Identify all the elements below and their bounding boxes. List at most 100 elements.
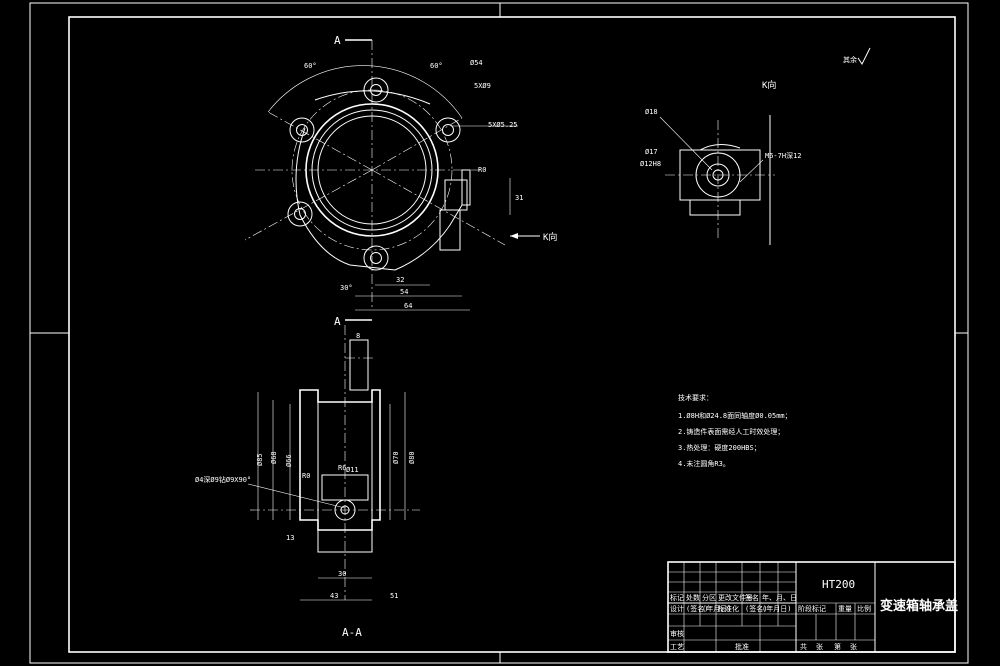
dim-dia-54: Ø54 [470,59,483,67]
section-view-aa: Ø85 Ø68 Ø66 Ø70 Ø80 8 R0 R6 Ø11 Ø4深Ø9钻Ø9… [195,325,420,639]
front-centerline-60-right [371,117,463,171]
tb-row-label: 签名 [745,593,759,602]
side-boss-lower [439,209,461,251]
flange-outer [305,103,439,237]
inner-border [68,16,956,653]
tb-approve: 批准 [735,642,749,651]
roughness-check-icon [857,47,871,65]
dim-r0: R0 [478,166,486,174]
bolt-lug-lower-left [287,201,313,227]
tech-req-item: 2.铸造件表面需经人工时效处理； [678,427,784,436]
section-label-top: A [334,34,341,47]
roughness-symbol: 其余 [843,47,871,65]
section-top-lug [349,339,369,391]
bore-inner [317,115,427,225]
title-block: HT200 变速箱轴承盖 标记 处数 分区 更改文件号 签名 年、月、日 设计 … [667,561,958,653]
dim-54: 54 [400,288,408,296]
bolt-lug-bottom [363,245,389,271]
tb-sheet-info: 张 [816,642,823,651]
dim-angle-left: 60° [304,62,317,70]
tb-sheet-info: 共 [800,642,807,651]
tb-row-label: 分区 [702,593,716,602]
front-centerline-lower-right [371,169,506,246]
dim-holes-5x525: 5XØ5.25 [488,121,518,129]
tb-stage-header: 重量 [838,605,852,613]
tb-sheet-info: 第 [834,642,841,651]
dim-31: 31 [515,194,523,202]
tb-design-cell: (签名) [745,604,767,613]
tech-req-title: 技术要求： [678,393,713,402]
tb-process: 工艺 [670,643,684,651]
bolt-lug-left [289,117,315,143]
material-text: HT200 [822,578,855,591]
front-view: A A K向 60° 60° Ø54 5XØ9 5XØ5.25 R0 31 32… [244,34,557,328]
dim-dia-11: Ø11 [346,466,359,474]
k-dim-thread: M6-7H深12 [765,151,802,160]
dim-30: 30 [338,570,346,578]
front-centerline-60-left [267,111,373,171]
section-boss-window [321,474,369,501]
bolt-pitch-circle [291,89,453,251]
dim-dia-68: Ø68 [270,451,278,464]
k-view: K向 Ø18 Ø17 Ø12H8 M6-7H深12 [640,79,802,245]
tb-stage-header: 阶段标记 [798,604,826,613]
flange-top-contour [314,90,431,105]
tb-design-cell: (年月日) [702,604,731,613]
tb-stage-header: 比例 [857,604,871,613]
tb-row-label: 标记 [670,593,684,602]
tb-design-cell: 标准化 [718,604,739,613]
tech-req-item: 1.Ø8H和Ø24.8面同轴度Ø0.05mm； [678,411,792,420]
tb-review: 审核 [670,629,684,638]
tb-sheet-info: 张 [850,642,857,651]
title-block-frame [667,561,956,653]
part-name: 变速箱轴承盖 [880,598,958,614]
dim-13: 13 [286,534,294,542]
tb-row-label: 年、月、日 [762,593,797,602]
dim-section-r0: R0 [302,472,310,480]
angle-arc-top [267,65,463,119]
dim-8: 8 [356,332,360,340]
hole-note: Ø4深Ø9钻Ø9X90° [195,475,251,484]
tb-design-cell: 设计 [670,604,684,613]
k-dim-dia-18: Ø18 [645,108,658,116]
k-view-title: K向 [762,79,776,91]
dim-dia-80: Ø80 [408,451,416,464]
dim-angle-30: 30° [340,284,353,292]
tb-row-label: 处数 [686,593,700,602]
dim-64: 64 [404,302,412,310]
leader-hole-note [247,483,346,509]
dim-43: 43 [330,592,338,600]
dim-section-r6: R6 [338,464,346,472]
bore-outer [311,109,433,231]
dim-dia-70: Ø70 [392,451,400,464]
view-k-arrowhead [510,233,518,239]
flange-contour [295,127,471,271]
dim-51: 51 [390,592,398,600]
bolt-lug-right [435,117,461,143]
k-view-body [679,149,761,201]
dim-dia-85: Ø85 [256,453,264,466]
tech-req-item: 4.未注圆角R3。 [678,459,730,468]
section-body-outline [299,389,381,531]
dim-dia-66: Ø66 [285,454,293,467]
outer-border [29,2,969,664]
tb-design-cell: (年月日) [762,604,791,613]
bolt-lug-top [363,77,389,103]
tech-requirements: 技术要求： 1.Ø8H和Ø24.8面同轴度Ø0.05mm； 2.铸造件表面需经人… [678,393,792,468]
section-label-bottom: A [334,315,341,328]
k-view-boss [695,152,741,198]
section-bottom-boss [317,529,373,553]
view-k-arrow-label: K向 [543,231,557,243]
dim-holes-5x9: 5XØ9 [474,82,491,90]
tb-design-cell: (签名) [686,604,708,613]
roughness-note: 其余 [843,55,857,64]
dim-32: 32 [396,276,404,284]
tb-row-label: 更改文件号 [718,593,753,602]
k-dim-dia-12h8: Ø12H8 [640,160,661,168]
k-dim-dia-17: Ø17 [645,148,658,156]
section-title: A-A [342,626,362,639]
tech-req-item: 3.热处理：硬度200HBS； [678,443,761,452]
dim-angle-right: 60° [430,62,443,70]
